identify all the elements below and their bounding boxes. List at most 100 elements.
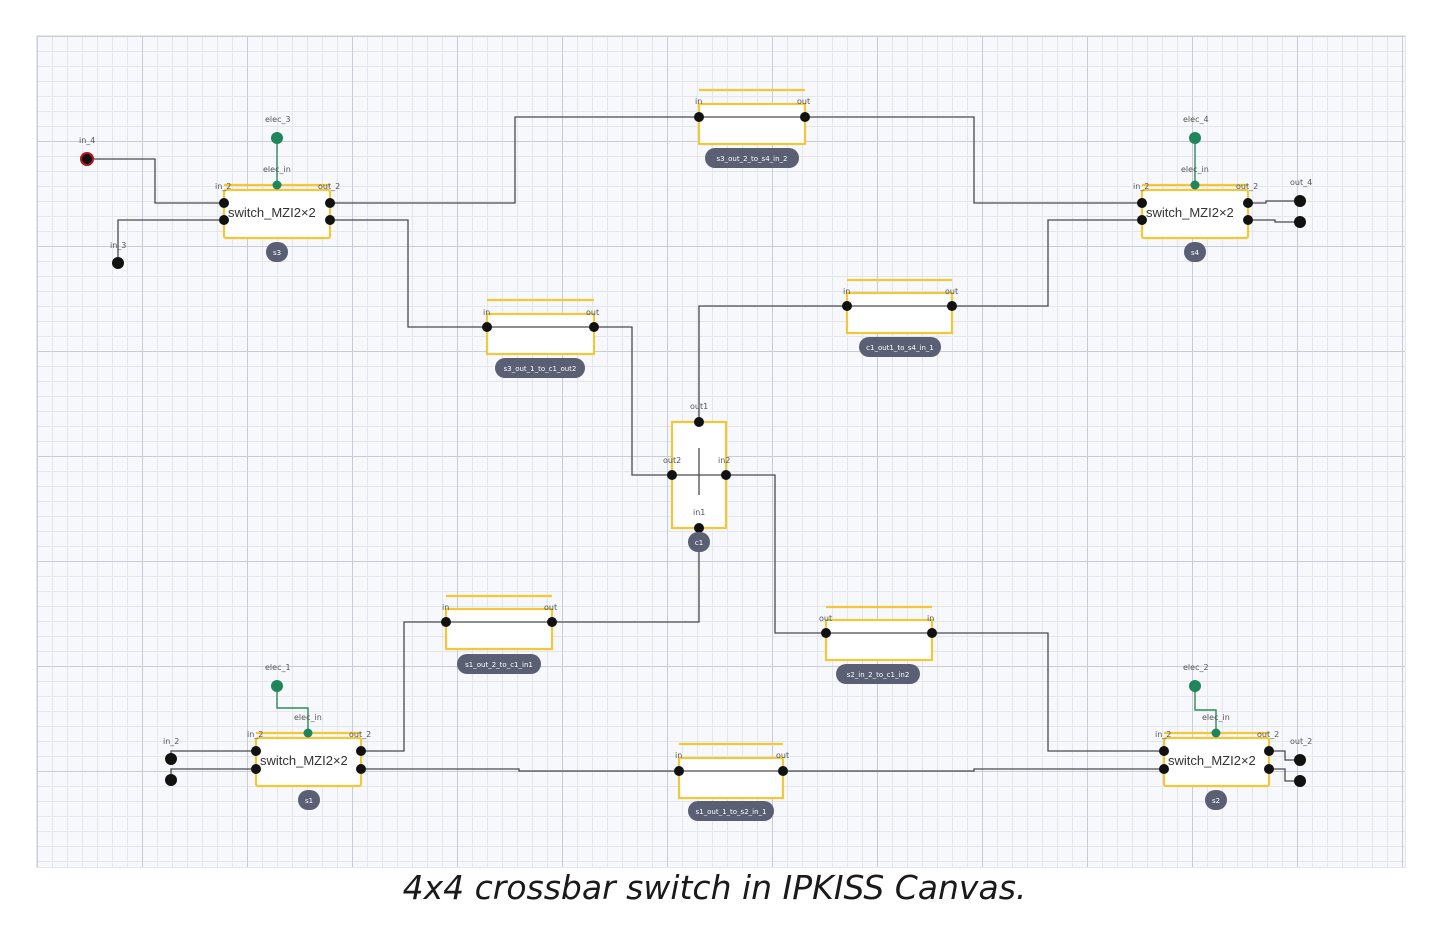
pin-in3[interactable]	[112, 257, 124, 269]
pin-elec3[interactable]	[271, 132, 283, 144]
pin-in1[interactable]	[165, 774, 177, 786]
wire-s3-to-wg-top[interactable]	[330, 116, 699, 204]
tag-waveguide[interactable]	[495, 358, 585, 378]
wire-wg-c1s4-to-s4[interactable]	[952, 219, 1142, 307]
pin-out4[interactable]	[1294, 195, 1306, 207]
switch-s4-body[interactable]	[1140, 188, 1250, 240]
port-s4-out2[interactable]	[1243, 198, 1253, 208]
waveguide-s3-out2-to-s4-in2[interactable]: in out s3_out_2_to_s4_in_2	[694, 88, 810, 168]
tag-waveguide[interactable]	[705, 148, 799, 168]
wire-c1-to-wg-c1s4[interactable]	[698, 305, 847, 422]
wire-wg-s1c1-to-c1[interactable]	[552, 528, 700, 623]
port-s3-in2[interactable]	[219, 198, 229, 208]
waveguide-s3-out1-to-c1-out2[interactable]: in out s3_out_1_to_c1_out2	[482, 298, 599, 378]
wire-s4-to-outpin[interactable]	[1248, 219, 1300, 223]
port-s3-in1[interactable]	[219, 215, 229, 225]
port-wg-in[interactable]	[441, 617, 451, 627]
switch-s2[interactable]: switch_MZI2×2 in_2 out_2 elec_in s2	[1155, 713, 1279, 810]
waveguide-c1-out1-to-s4-in1[interactable]: in out c1_out1_to_s4_in_1	[842, 278, 958, 357]
waveguide-s1-out1-to-s2-in1[interactable]: in out s1_out_1_to_s2_in_1	[674, 742, 789, 821]
port-wg-in[interactable]	[674, 766, 684, 776]
pin-in4[interactable]	[82, 154, 92, 164]
port-s3-out2[interactable]	[325, 198, 335, 208]
wire-wg-bottom-to-s2[interactable]	[783, 768, 1164, 772]
port-s1-in1[interactable]	[251, 764, 261, 774]
tag-waveguide[interactable]	[836, 664, 920, 684]
port-c1-in1[interactable]	[694, 523, 704, 533]
port-wg-in[interactable]	[482, 322, 492, 332]
wire-s2-to-outpin[interactable]	[1269, 768, 1300, 782]
pin-in2[interactable]	[165, 753, 177, 765]
wire-wg-top-to-s4[interactable]	[805, 116, 1142, 204]
tag-s2[interactable]	[1205, 790, 1227, 810]
port-wg-out[interactable]	[947, 301, 957, 311]
wire-s4-to-out4[interactable]	[1248, 200, 1300, 204]
tag-waveguide[interactable]	[859, 337, 941, 357]
waveguide-s1-out2-to-c1-in1[interactable]: in out s1_out_2_to_c1_in1	[441, 594, 557, 674]
wire-s3-to-wg-s3c1[interactable]	[330, 219, 487, 328]
waveguide-body[interactable]	[677, 756, 785, 800]
waveguide-s2-in2-to-c1-in2[interactable]: out in s2_in_2_to_c1_in2	[819, 605, 937, 684]
port-s2-out1[interactable]	[1264, 764, 1274, 774]
wire-pin-to-s1-a[interactable]	[170, 750, 256, 759]
port-wg-out[interactable]	[800, 112, 810, 122]
crossing-c1[interactable]: out1 out2 in2 in1 c1	[663, 402, 731, 552]
tag-s1[interactable]	[298, 790, 320, 810]
port-s2-out2[interactable]	[1264, 746, 1274, 756]
pin-out1[interactable]	[1294, 775, 1306, 787]
port-s2-elec-in[interactable]	[1211, 728, 1221, 738]
port-wg-out[interactable]	[547, 617, 557, 627]
wire-in3-to-s3[interactable]	[117, 219, 224, 263]
port-wg-in[interactable]	[927, 628, 937, 638]
pin-out3[interactable]	[1294, 216, 1306, 228]
pin-elec2[interactable]	[1189, 680, 1201, 692]
port-s4-out1[interactable]	[1243, 215, 1253, 225]
tag-waveguide[interactable]	[457, 654, 541, 674]
elec-wire-s2[interactable]	[1194, 686, 1217, 733]
port-s1-elec-in[interactable]	[303, 728, 313, 738]
port-s2-in1[interactable]	[1159, 764, 1169, 774]
waveguide-body[interactable]	[845, 291, 954, 335]
wire-in4-to-s3[interactable]	[87, 158, 224, 204]
switch-s3-body[interactable]	[222, 188, 332, 240]
port-s4-in1[interactable]	[1137, 215, 1147, 225]
port-s3-elec-in[interactable]	[272, 180, 282, 190]
switch-s1-body[interactable]	[254, 736, 363, 788]
waveguide-body[interactable]	[697, 102, 807, 146]
port-s1-out1[interactable]	[356, 764, 366, 774]
switch-s3[interactable]: switch_MZI2×2 in_2 out_2 elec_in s3	[215, 165, 340, 262]
port-s4-elec-in[interactable]	[1190, 180, 1200, 190]
port-c1-out2[interactable]	[667, 470, 677, 480]
pin-out2[interactable]	[1294, 754, 1306, 766]
port-wg-in[interactable]	[694, 112, 704, 122]
port-wg-out[interactable]	[778, 766, 788, 776]
wire-s1-to-wg-bottom[interactable]	[361, 768, 679, 772]
port-c1-in2[interactable]	[721, 470, 731, 480]
switch-s4[interactable]: switch_MZI2×2 in_2 out_2 elec_in s4	[1133, 165, 1258, 262]
wire-wg-s2c1-to-s2[interactable]	[932, 632, 1164, 752]
wire-s2-to-out2[interactable]	[1269, 750, 1300, 761]
tag-s4[interactable]	[1184, 242, 1206, 262]
port-s3-out1[interactable]	[325, 215, 335, 225]
switch-s2-body[interactable]	[1162, 736, 1271, 788]
waveguide-body[interactable]	[824, 618, 934, 662]
port-wg-in[interactable]	[842, 301, 852, 311]
port-wg-out[interactable]	[821, 628, 831, 638]
elec-wire-s1[interactable]	[276, 686, 309, 733]
tag-c1[interactable]	[688, 532, 710, 552]
port-wg-out[interactable]	[589, 322, 599, 332]
tag-waveguide[interactable]	[688, 801, 774, 821]
pin-elec4[interactable]	[1189, 132, 1201, 144]
port-s1-out2[interactable]	[356, 746, 366, 756]
wire-pin-to-s1-b[interactable]	[170, 768, 256, 780]
tag-s3[interactable]	[266, 242, 288, 262]
port-s1-in2[interactable]	[251, 746, 261, 756]
wire-s1-to-wg-s1c1[interactable]	[361, 621, 446, 752]
waveguide-body[interactable]	[444, 607, 554, 651]
wire-wg-s3c1-to-c1[interactable]	[594, 326, 672, 476]
switch-s1[interactable]: switch_MZI2×2 in_2 out_2 elec_in s1	[247, 713, 371, 810]
port-s2-in2[interactable]	[1159, 746, 1169, 756]
pin-elec1[interactable]	[271, 680, 283, 692]
port-c1-out1[interactable]	[694, 417, 704, 427]
waveguide-body[interactable]	[485, 312, 596, 356]
